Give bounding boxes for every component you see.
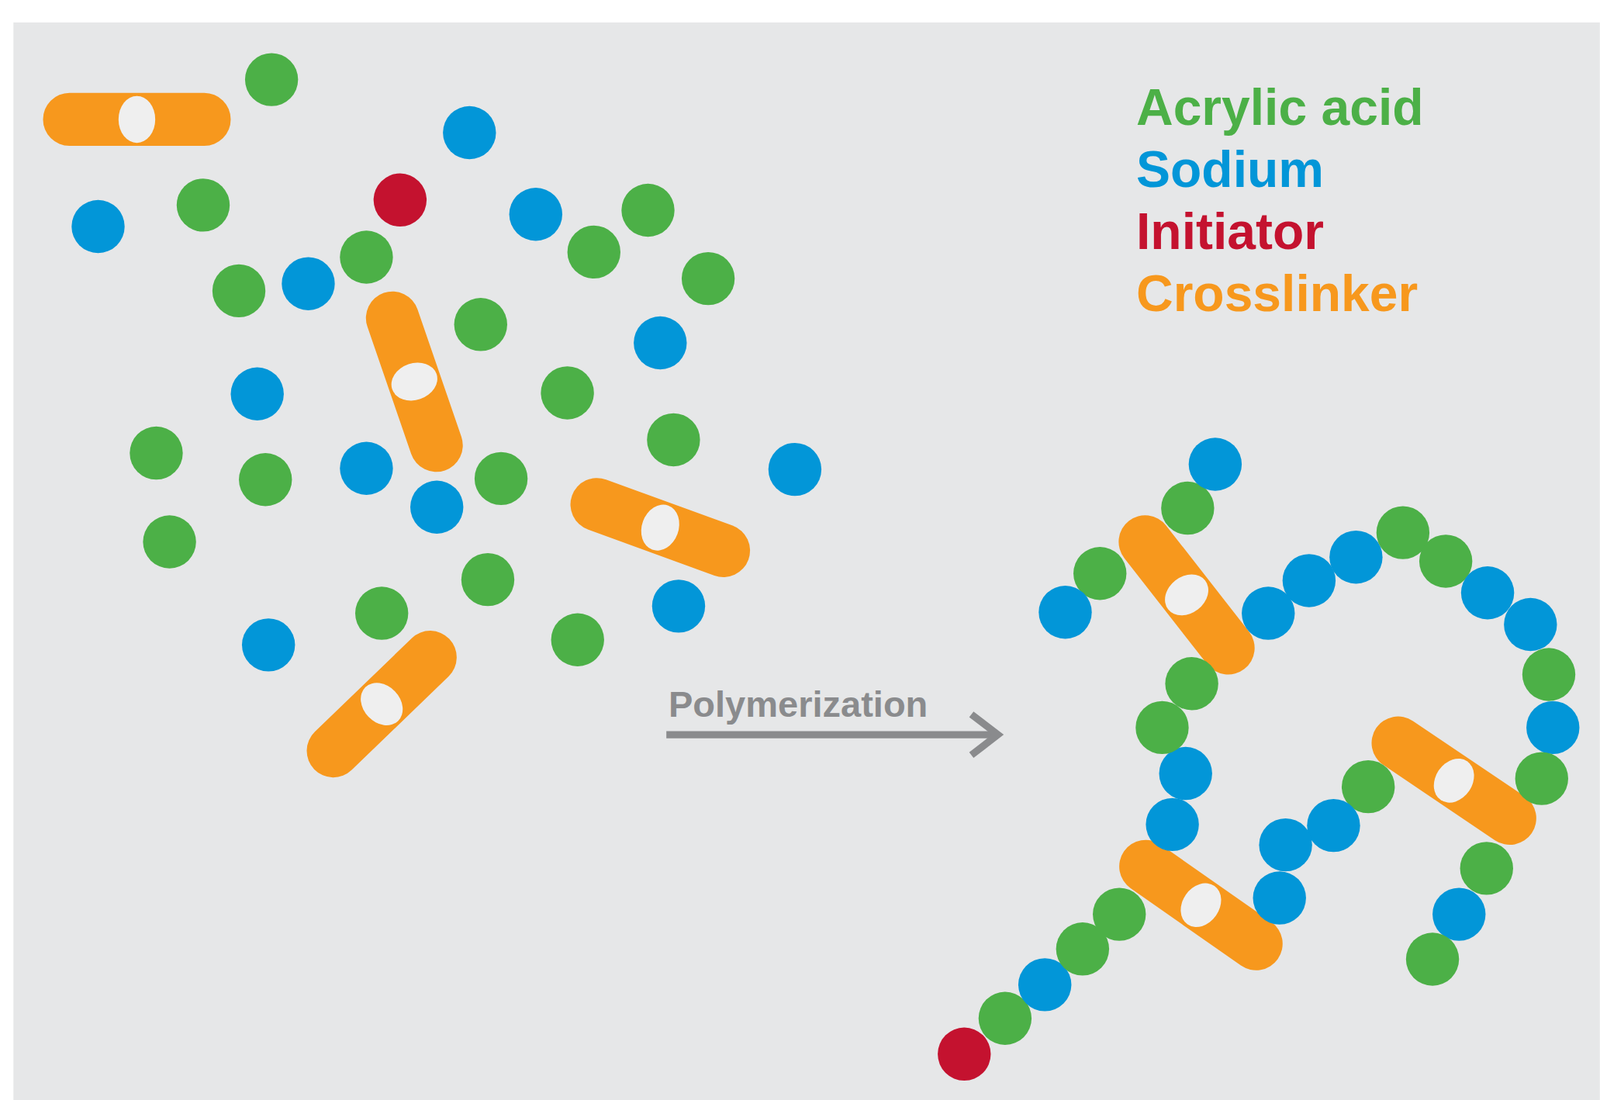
legend-entry: Sodium	[1136, 138, 1424, 201]
monomer-dot	[1460, 841, 1514, 895]
monomer-dot	[1432, 887, 1486, 940]
monomer-dot	[454, 297, 508, 351]
monomer-dot	[1461, 566, 1514, 619]
monomer-dot	[1282, 553, 1336, 607]
monomer-dot	[937, 1027, 991, 1081]
reaction-arrow	[666, 730, 999, 738]
monomer-dot	[1329, 530, 1383, 584]
monomer-dot	[71, 200, 125, 253]
monomer-dot	[646, 413, 700, 467]
legend-entry: Acrylic acid	[1136, 76, 1424, 139]
monomer-dot	[1526, 701, 1580, 754]
monomer-dot	[238, 452, 292, 506]
monomer-dot	[281, 256, 335, 310]
monomer-dot	[1253, 870, 1307, 924]
monomer-dot	[1135, 701, 1189, 754]
monomer-dot	[1503, 597, 1557, 651]
monomer-dot	[540, 366, 594, 419]
monomer-dot	[1092, 887, 1146, 940]
monomer-dot	[129, 426, 183, 480]
arrow-label: Polymerization	[668, 682, 928, 726]
legend-text: Initiator	[1136, 202, 1324, 260]
monomer-dot	[768, 442, 822, 496]
background-panel	[13, 22, 1600, 1100]
monomer-dot	[1038, 585, 1092, 639]
legend-text: Crosslinker	[1136, 264, 1418, 322]
monomer-dot	[1159, 746, 1213, 800]
monomer-dot	[176, 178, 230, 232]
monomer-dot	[509, 187, 563, 241]
reaction-arrow-head	[971, 714, 998, 756]
monomer-dot	[241, 618, 295, 671]
crosslinker-molecule	[42, 93, 231, 146]
monomer-dot	[461, 552, 515, 606]
monomer-dot	[1406, 932, 1459, 985]
monomer-dot	[1515, 751, 1569, 805]
monomer-dot	[551, 613, 605, 667]
legend-entry: Crosslinker	[1136, 262, 1424, 325]
monomer-dot	[339, 442, 393, 495]
legend-entry: Initiator	[1136, 200, 1424, 263]
monomer-dot	[1164, 656, 1218, 710]
monomer-dot	[339, 230, 393, 284]
monomer-dot	[442, 106, 496, 159]
monomer-dot	[474, 452, 528, 505]
crosslinker-molecule	[563, 470, 758, 585]
monomer-dot	[1188, 437, 1242, 491]
monomer-dot	[1145, 798, 1199, 851]
legend-text: Sodium	[1136, 140, 1324, 198]
monomer-dot	[1258, 818, 1312, 871]
monomer-dot	[410, 480, 464, 534]
monomer-dot	[1161, 481, 1214, 535]
monomer-dot	[567, 225, 621, 279]
monomer-dot	[142, 514, 196, 568]
monomer-dot	[1522, 647, 1576, 701]
monomer-dot	[1419, 534, 1473, 588]
monomer-dot	[652, 579, 705, 633]
monomer-dot	[1306, 798, 1360, 852]
monomer-dot	[681, 252, 735, 305]
monomer-dot	[373, 173, 427, 227]
crosslinker-molecule	[295, 619, 468, 788]
monomer-dot	[621, 183, 674, 237]
monomer-dot	[212, 264, 266, 318]
legend: Acrylic acidSodiumInitiatorCrosslinker	[1136, 76, 1424, 325]
monomer-dot	[245, 52, 298, 106]
monomer-dot	[633, 316, 687, 370]
monomer-dot	[355, 586, 408, 640]
legend-text: Acrylic acid	[1136, 78, 1424, 136]
monomer-dot	[231, 367, 284, 421]
